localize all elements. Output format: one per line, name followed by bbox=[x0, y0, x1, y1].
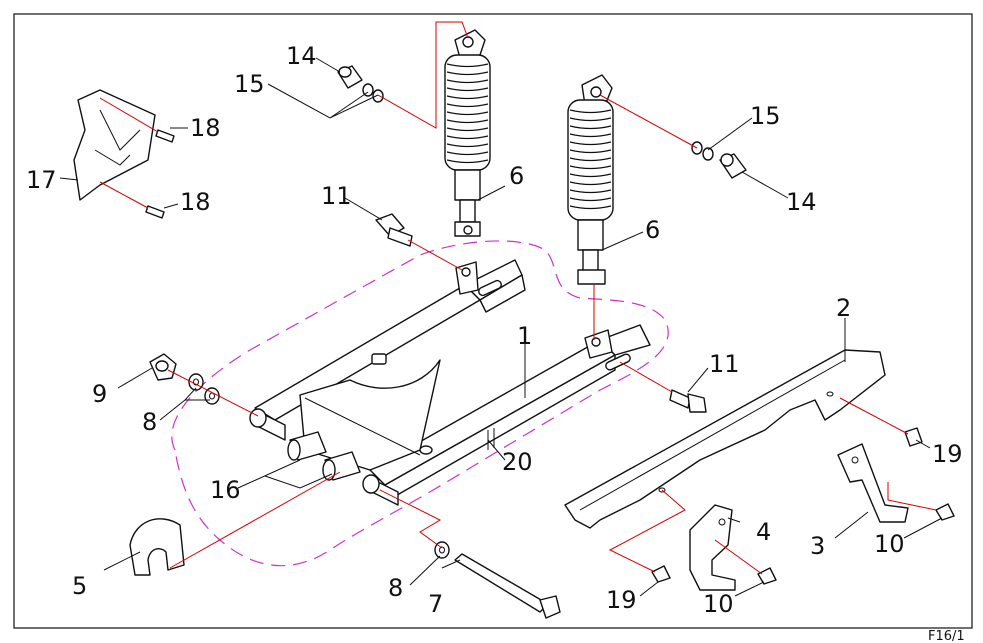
pivot-bushings bbox=[287, 431, 361, 481]
spring-rib bbox=[446, 87, 489, 92]
chain-guide-clip bbox=[129, 518, 185, 576]
spring-rib bbox=[569, 189, 612, 194]
shock-bolt-lower bbox=[669, 389, 707, 413]
spring-rib bbox=[569, 205, 612, 210]
callout-6-right: 6 bbox=[645, 216, 660, 244]
callout-10-right: 10 bbox=[874, 530, 905, 558]
callout-8-lower: 8 bbox=[388, 574, 403, 602]
callout-16: 16 bbox=[210, 476, 241, 504]
callout-19-right: 19 bbox=[932, 440, 963, 468]
spring-rib bbox=[569, 109, 612, 114]
callout-11-upper: 11 bbox=[321, 182, 352, 210]
callout-7: 7 bbox=[428, 590, 443, 618]
callout-5: 5 bbox=[72, 572, 87, 600]
callout-3: 3 bbox=[810, 532, 825, 560]
cap-nut-left bbox=[337, 65, 363, 89]
spring-rib bbox=[569, 157, 612, 162]
cap-nut-right bbox=[719, 153, 747, 179]
callout-14-right: 14 bbox=[786, 188, 817, 216]
spring-rib bbox=[446, 79, 489, 84]
spring-rib bbox=[446, 159, 489, 164]
callout-19-lower: 19 bbox=[606, 586, 637, 614]
spring-rib bbox=[569, 125, 612, 130]
spring-rib bbox=[569, 197, 612, 202]
spring-rib bbox=[446, 71, 489, 76]
washers-right bbox=[691, 141, 714, 161]
callout-labels: 14 15 15 14 6 6 11 11 1 2 9 8 16 20 5 17… bbox=[26, 42, 963, 618]
spring-rib bbox=[569, 181, 612, 186]
spring-rib bbox=[569, 141, 612, 146]
spring-rib bbox=[446, 143, 489, 148]
spring-rib bbox=[446, 119, 489, 124]
callout-8-upper: 8 bbox=[142, 408, 157, 436]
pivot-bolt bbox=[454, 553, 561, 619]
callout-14-left: 14 bbox=[286, 42, 317, 70]
diagram-border bbox=[13, 13, 973, 629]
spring-rib bbox=[446, 95, 489, 100]
callout-15-left: 15 bbox=[234, 70, 265, 98]
callout-20: 20 bbox=[502, 448, 533, 476]
callout-17: 17 bbox=[26, 166, 57, 194]
spring-rib bbox=[569, 165, 612, 170]
callout-18-lower: 18 bbox=[180, 188, 211, 216]
washers-left bbox=[362, 83, 384, 103]
spring-rib bbox=[446, 111, 489, 116]
spring-rib bbox=[446, 103, 489, 108]
spring-rib bbox=[569, 117, 612, 122]
chain-guard-bracket-front bbox=[689, 504, 736, 591]
chain-guard bbox=[564, 349, 886, 529]
shock-absorber-right bbox=[567, 74, 614, 285]
callout-10-lower: 10 bbox=[703, 590, 734, 618]
spring-rib bbox=[569, 149, 612, 154]
callout-1: 1 bbox=[517, 322, 532, 350]
callout-6-left: 6 bbox=[509, 162, 524, 190]
spring-rib bbox=[446, 127, 489, 132]
swingarm-subassembly-boundary bbox=[171, 240, 669, 567]
guard-bolts-10 bbox=[757, 503, 955, 585]
callout-2: 2 bbox=[836, 294, 851, 322]
spring-rib bbox=[569, 173, 612, 178]
assembly-link-lines bbox=[99, 21, 937, 575]
swing-arm bbox=[249, 259, 651, 506]
callout-leader-lines bbox=[59, 57, 943, 597]
shock-absorber-left bbox=[444, 29, 491, 237]
callout-4: 4 bbox=[756, 518, 771, 546]
callout-11-lower: 11 bbox=[709, 350, 740, 378]
chain-cover-bracket bbox=[73, 89, 156, 201]
bracket-screws bbox=[145, 129, 175, 219]
spring-rib bbox=[446, 135, 489, 140]
spring-rib bbox=[446, 151, 489, 156]
spring-rib bbox=[569, 133, 612, 138]
pivot-nut bbox=[149, 353, 177, 381]
shock-bolt-upper bbox=[375, 213, 413, 247]
callout-18-upper: 18 bbox=[190, 114, 221, 142]
chain-guard-bracket-rear bbox=[837, 443, 909, 523]
callout-15-right: 15 bbox=[750, 102, 781, 130]
figure-reference: F16/1 bbox=[928, 629, 965, 643]
spring-rib bbox=[446, 63, 489, 68]
callout-9: 9 bbox=[92, 380, 107, 408]
